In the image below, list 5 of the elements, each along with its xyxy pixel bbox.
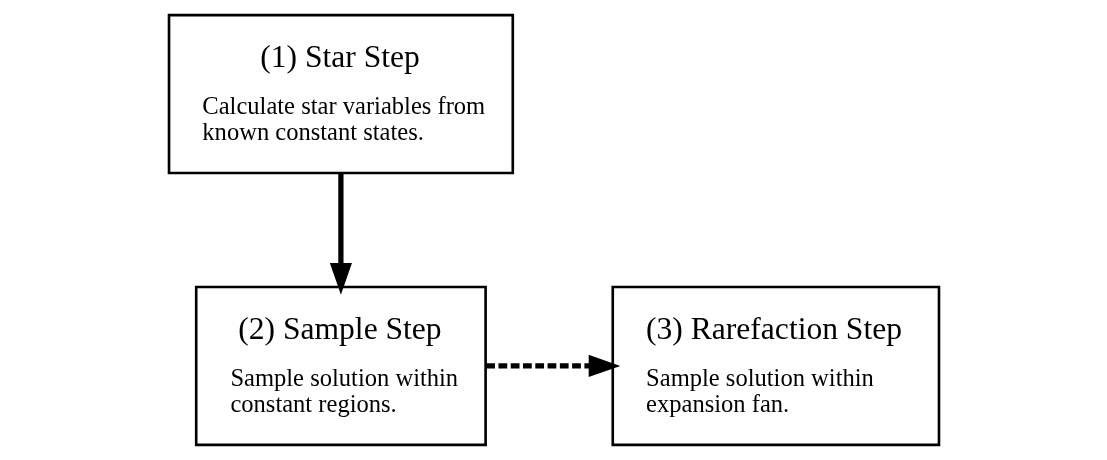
arrow	[485, 354, 620, 377]
node-box: (2) Sample Step Sample solution within constant regions.	[194, 285, 487, 447]
node-box: (1) Star Step Calculate star variables from known constant states.	[167, 13, 514, 175]
node-box: (3) Rarefaction Step Sample solution within expansion fan.	[610, 285, 940, 447]
arrow	[329, 173, 352, 295]
